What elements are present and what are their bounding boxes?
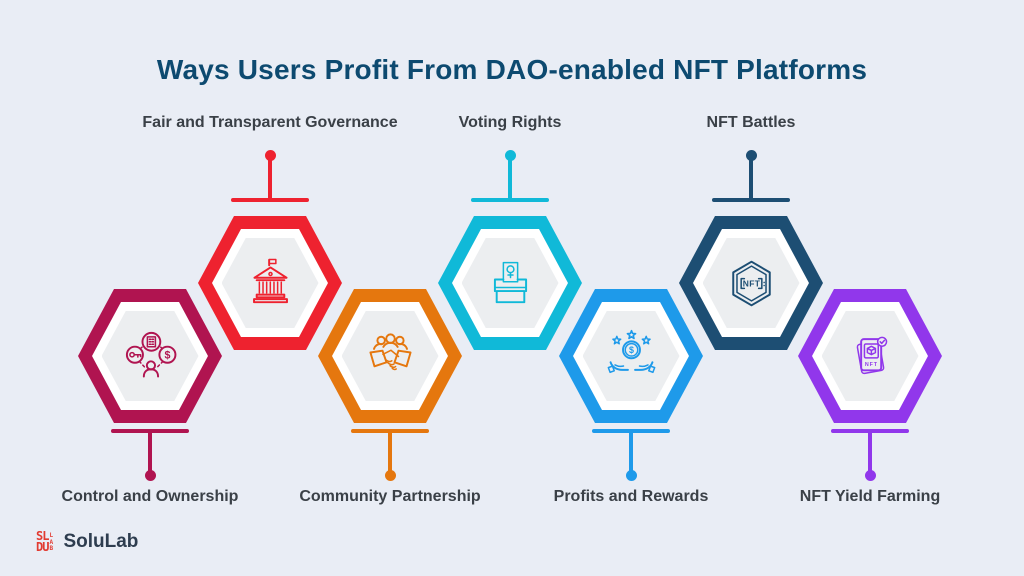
page-title: Ways Users Profit From DAO-enabled NFT P… [156,54,868,85]
hexagon-inner-gray [341,311,439,401]
connector-dot [504,150,516,161]
connector-bar [231,198,309,202]
nft-badge-icon: NFT [731,260,771,306]
item-nft-battles: NFT Battles NFT [671,112,831,354]
connector-line [508,157,512,202]
hexagon-inner-white: NFT [812,302,928,410]
item-label: Control and Ownership [61,488,239,505]
svg-text:NFT: NFT [742,278,760,288]
item-nft-yield-farming: NFT NFT Yield Farming [790,289,950,521]
svg-text:$: $ [629,345,634,355]
connector-bar [471,198,549,202]
hexagon-inner-white [332,302,448,410]
logo-text: SoluLab [63,531,139,552]
connector-line [268,157,272,202]
hexagon-inner-gray [221,238,319,328]
governance-icon [252,258,288,303]
solulab-logo: SL DU LAB SoluLab [36,529,139,554]
hexagon-inner-gray: NFT [821,311,919,401]
logo-mark-side: LAB [49,532,54,552]
item-control-and-ownership: $ Control and Ownership [62,289,238,521]
hexagon [318,289,462,423]
connector-dot [864,470,876,481]
connector-bar [712,198,790,202]
item-community-partnership: Community Partnership [299,289,481,521]
hexagon-inner-gray [461,238,559,328]
connector-line [749,157,753,202]
item-voting-rights: Voting Rights [430,112,590,354]
svg-text:NFT: NFT [864,362,877,368]
item-label: NFT Battles [706,114,796,131]
voting-ballot-icon [493,261,527,303]
hexagon-inner-gray: NFT [702,238,800,328]
hexagon-inner-gray: $ [101,311,199,401]
rewards-icon: $ [607,329,655,373]
hexagon: $ [78,289,222,423]
hexagon: NFT [798,289,942,423]
ownership-icon: $ [125,331,176,378]
logo-mark-row2: DU [36,540,49,554]
item-label: Community Partnership [299,488,481,505]
connector-line [388,431,392,473]
nft-card-icon: NFT [856,336,887,374]
hexagon: $ [559,289,703,423]
item-label: Profits and Rewards [553,488,709,505]
item-label: Fair and Transparent Governance [142,114,398,131]
hexagon-inner-gray: $ [582,311,680,401]
item-fair-and-transparent-governance: Fair and Transparent Governance [142,112,398,354]
item-label: Voting Rights [458,114,562,131]
item-label: NFT Yield Farming [799,488,941,505]
partnership-icon [368,332,412,370]
solulab-logo-icon: SL DU LAB [36,529,56,554]
connector-dot [625,470,637,481]
connector-line [629,431,633,473]
connector-line [868,431,872,473]
item-profits-and-rewards: $ Profits and Rewards [551,289,711,521]
connector-dot [745,150,757,161]
connector-line [148,431,152,473]
connector-dot [384,470,396,481]
svg-text:$: $ [164,349,170,361]
connector-dot [264,150,276,161]
logo-mark-row1: SL [36,529,49,543]
connector-dot [144,470,156,481]
hexagon [438,216,582,350]
